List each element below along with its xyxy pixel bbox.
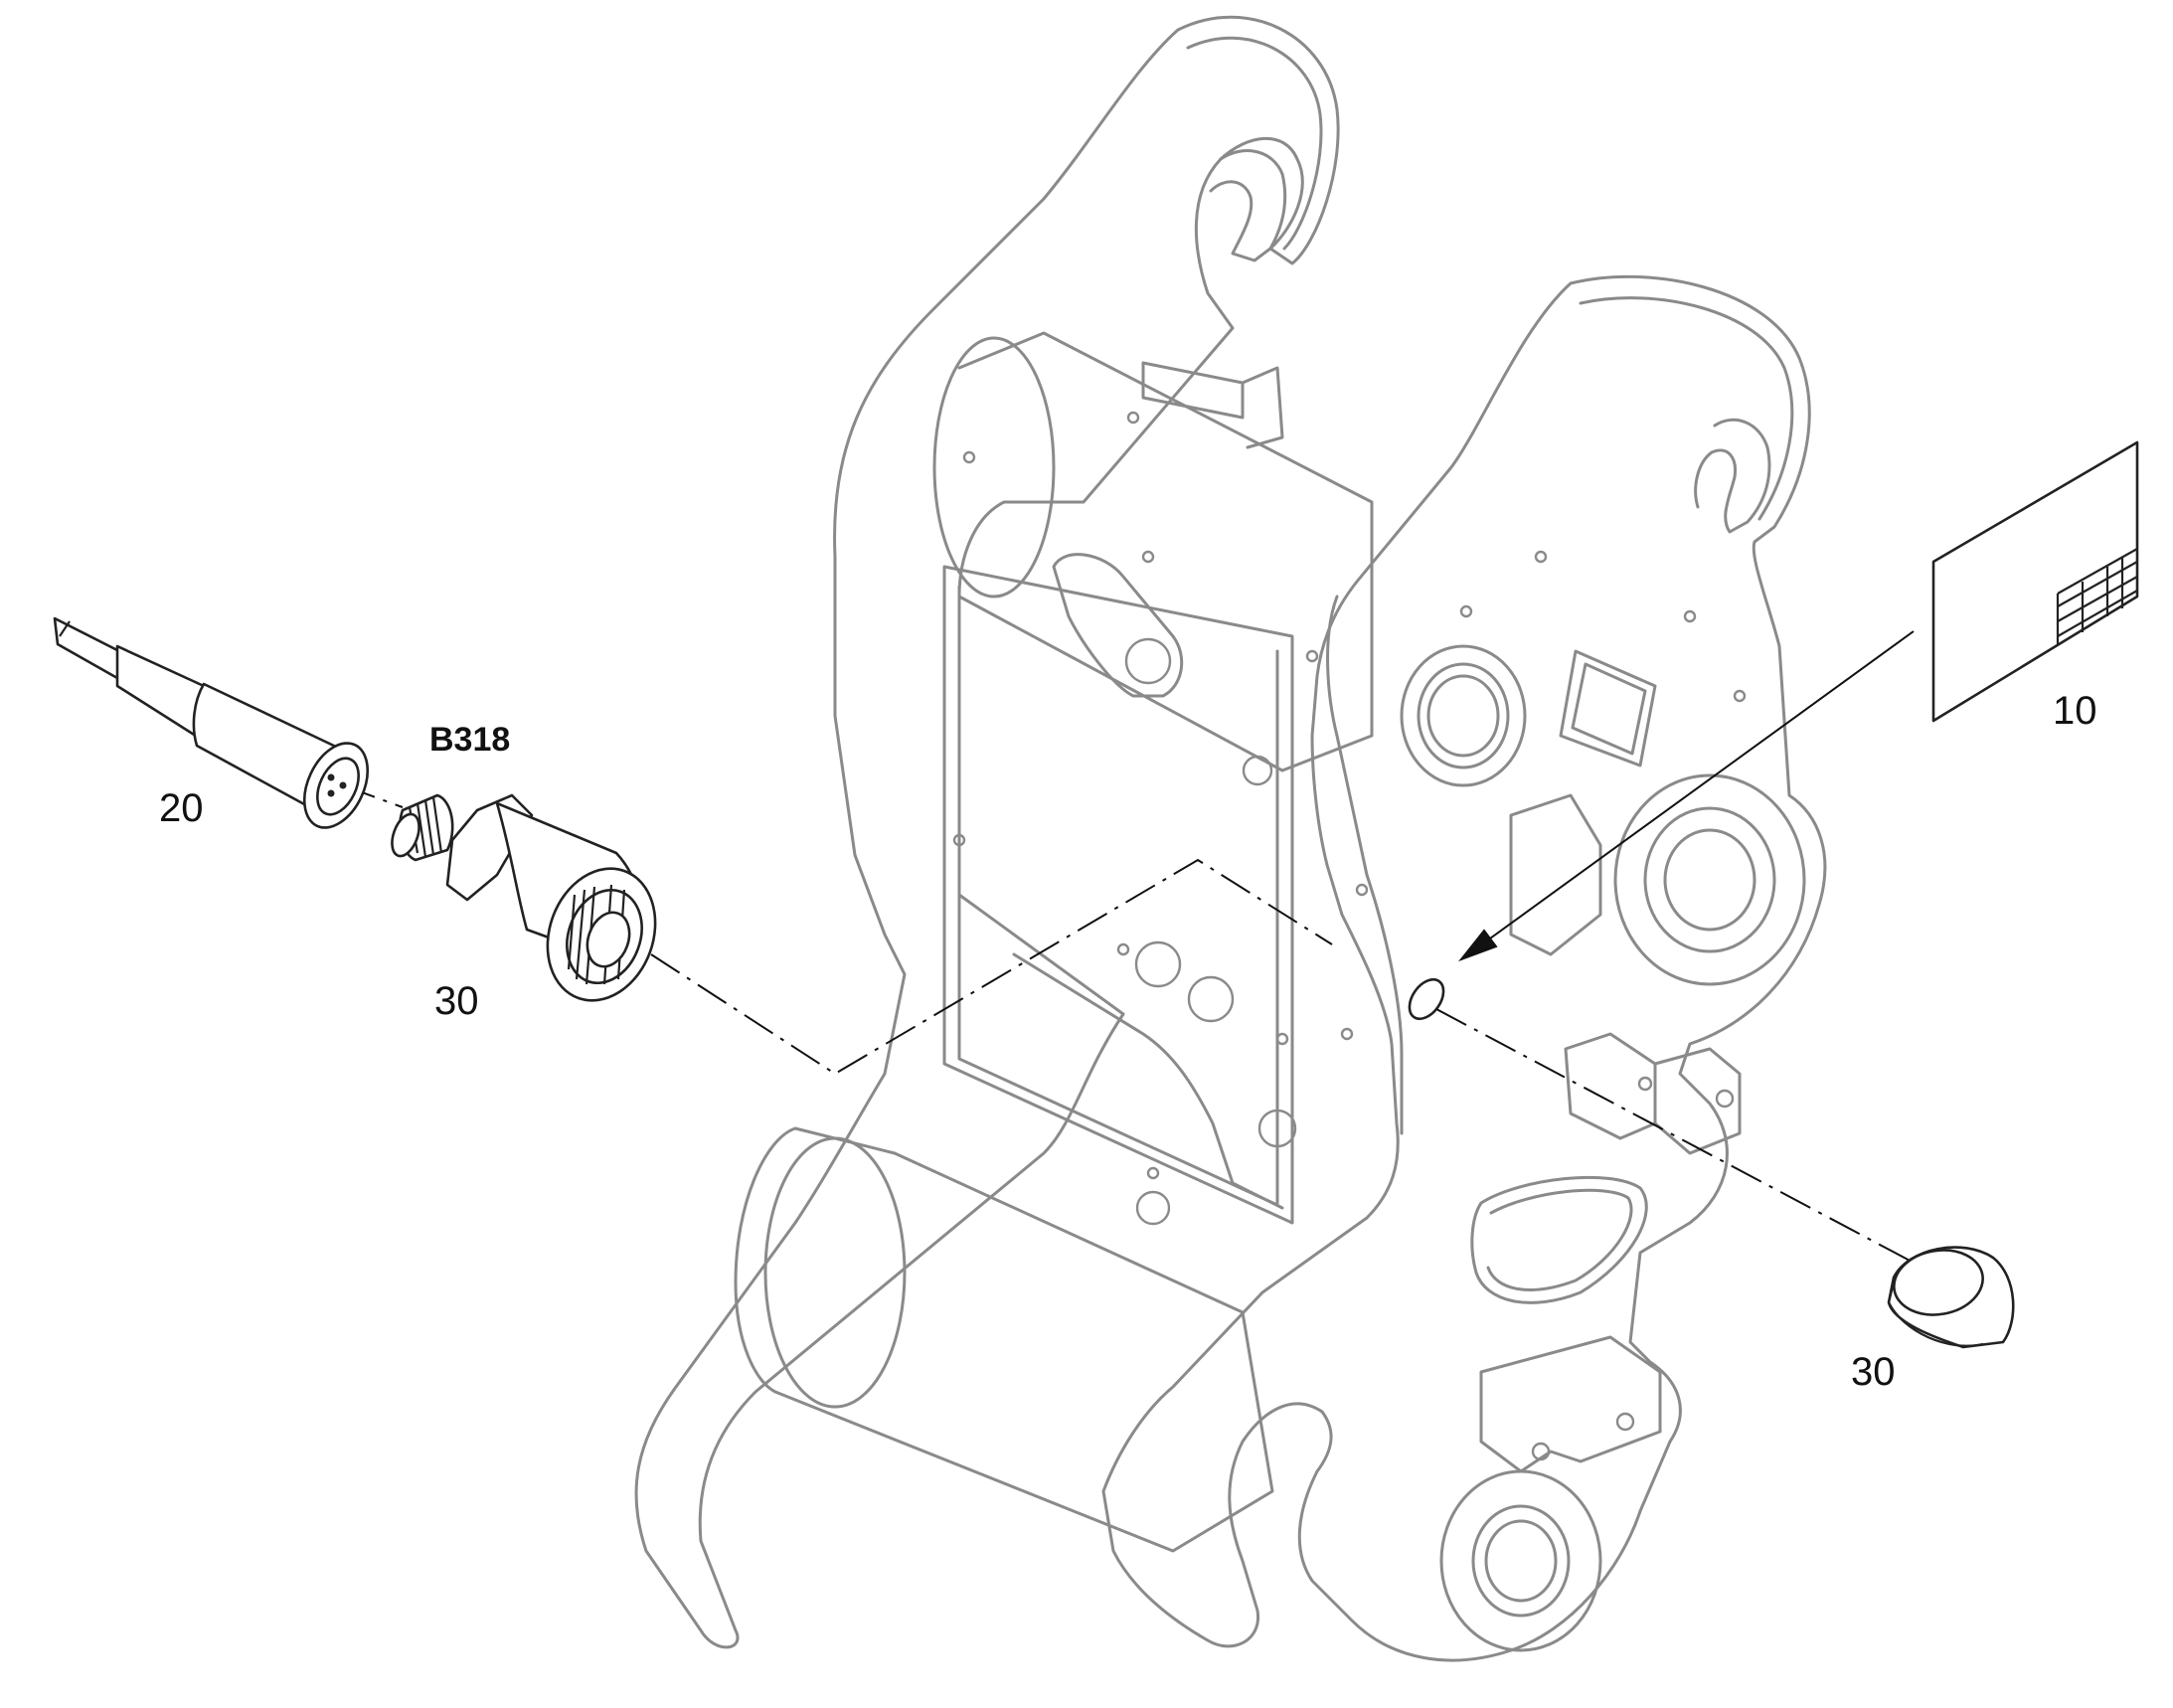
centerline-plug <box>1435 1008 1915 1264</box>
inner-frame <box>942 565 1294 1225</box>
right-side-plate <box>1101 274 1827 1662</box>
quick-coupler-frame <box>634 15 1827 1662</box>
label-decal-10: 10 <box>2053 689 2097 733</box>
lower-boss <box>1439 1469 1602 1652</box>
left-plate-inner-edge <box>1186 36 1323 251</box>
lower-tube-end <box>763 1136 907 1409</box>
square-pad <box>1559 649 1657 768</box>
inner-frame-inner <box>957 585 1279 1207</box>
right-hook-notch <box>1694 418 1771 534</box>
decal-leader-line <box>1460 630 1915 960</box>
label-sensor-code: B318 <box>429 721 511 759</box>
right-boss <box>1613 773 1806 986</box>
upper-tube-end <box>932 336 1056 598</box>
cable-connector-part <box>53 616 370 829</box>
lower-lug <box>1479 1335 1662 1473</box>
decal-part <box>1931 440 2139 723</box>
sensor-port <box>1408 977 1445 1021</box>
plug-cap-part <box>1887 1246 2015 1349</box>
pressure-sensor-part <box>391 793 657 1002</box>
lower-cross-tube <box>734 1126 1274 1553</box>
centerline-sensor <box>650 858 1333 1076</box>
upper-boss <box>1400 644 1527 787</box>
label-sensor-30: 30 <box>434 979 479 1023</box>
label-connector-20: 20 <box>159 786 204 830</box>
left-side-plate <box>634 15 1340 1649</box>
left-hook-notch <box>1209 149 1287 262</box>
upper-cross-tube <box>957 331 1374 772</box>
oval-plate <box>1470 1175 1648 1304</box>
label-plug-30: 30 <box>1851 1350 1896 1394</box>
right-plate-inner-edge <box>1579 296 1794 521</box>
decal-leader-arrowhead <box>1457 929 1498 962</box>
